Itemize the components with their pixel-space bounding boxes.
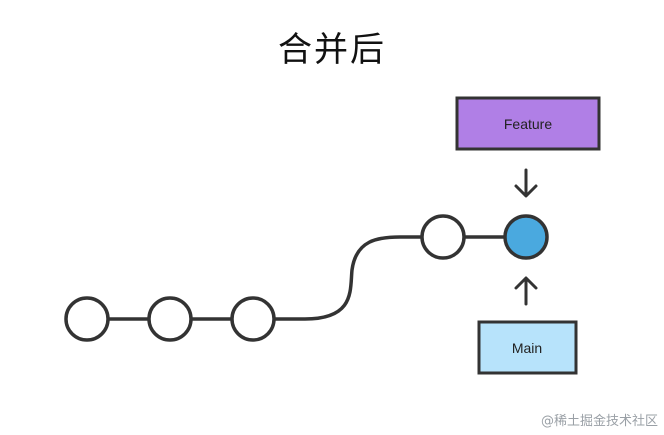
feature-branch-label: Feature xyxy=(504,116,552,132)
commit-node-1 xyxy=(64,296,110,342)
commit-node-4 xyxy=(420,214,466,260)
commit-node-head xyxy=(503,214,549,260)
main-branch-label: Main xyxy=(512,340,542,356)
commit-node-2 xyxy=(147,296,193,342)
diagram-title: 合并后 xyxy=(278,30,386,70)
feature-branch-box xyxy=(455,96,601,151)
main-branch-box xyxy=(477,320,578,375)
arrow-down-icon xyxy=(514,168,538,198)
feature-branch: Feature xyxy=(455,96,601,151)
commit-node-3 xyxy=(230,296,276,342)
commit-link-3-4-curve xyxy=(253,235,443,321)
arrow-up-icon xyxy=(514,276,538,306)
main-branch: Main xyxy=(477,320,578,375)
watermark: @稀土掘金技术社区 xyxy=(540,414,658,429)
